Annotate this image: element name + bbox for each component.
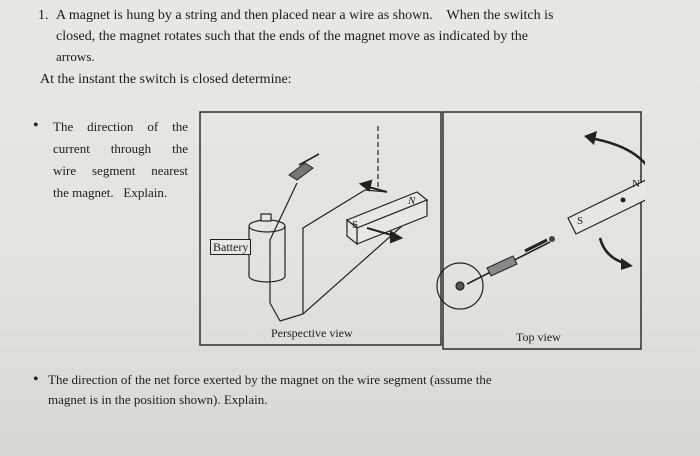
perspective-wire [269,182,412,322]
pivot-dot [620,197,626,203]
question-line-3: arrows. [56,49,95,64]
part1-line-3: wire segment nearest [53,160,188,182]
part2-line-1: The direction of the net force exerted b… [48,372,492,387]
question-number: 1. [38,8,49,23]
magnet-s-label: S [352,219,359,231]
figure: Battery S N S N Perspective view Top vie… [195,108,659,358]
perspective-view-label: Perspective view [271,326,353,340]
perspective-panel-frame [199,111,442,346]
word: wire [53,163,77,178]
bar-magnet-perspective [345,191,429,246]
top-magnet-s-label: S [577,215,584,227]
battery-icon [248,213,286,283]
switch-icon [288,153,320,181]
word: of [147,119,159,134]
bullet-part-2: • [33,371,39,388]
top-view-label: Top view [516,330,561,344]
arrow-head [584,131,597,145]
top-magnet-n-label: N [632,178,640,190]
part2-line-2: magnet is in the position shown). Explai… [48,392,268,407]
part1-line-1: The direction of the [53,116,188,138]
word: the [172,141,188,156]
switch-top-icon [466,236,555,285]
rotation-arrow-icon [358,179,404,244]
word: the [172,119,188,134]
word: Explain. [123,185,168,200]
question-line-2: closed, the magnet rotates such that the… [56,29,528,44]
arrow-head [621,258,633,270]
figure-diagram [199,111,659,350]
question-line-1: A magnet is hung by a string and then pl… [56,8,554,23]
top-wire [436,262,484,310]
word: The [53,119,74,134]
magnet-n-label: N [408,195,416,207]
instant-prompt: At the instant the switch is closed dete… [40,72,292,87]
part1-line-2: current through the [53,138,188,160]
bullet-part-1: • [33,117,39,134]
word: current [53,141,90,156]
part1-line-4: the magnet. Explain. [53,182,167,204]
top-panel-frame [442,111,642,350]
battery-label: Battery [210,239,252,255]
word: nearest [151,163,188,178]
word: through [110,141,152,156]
word: the magnet. [53,185,114,200]
word: segment [91,163,136,178]
word: direction [87,119,134,134]
